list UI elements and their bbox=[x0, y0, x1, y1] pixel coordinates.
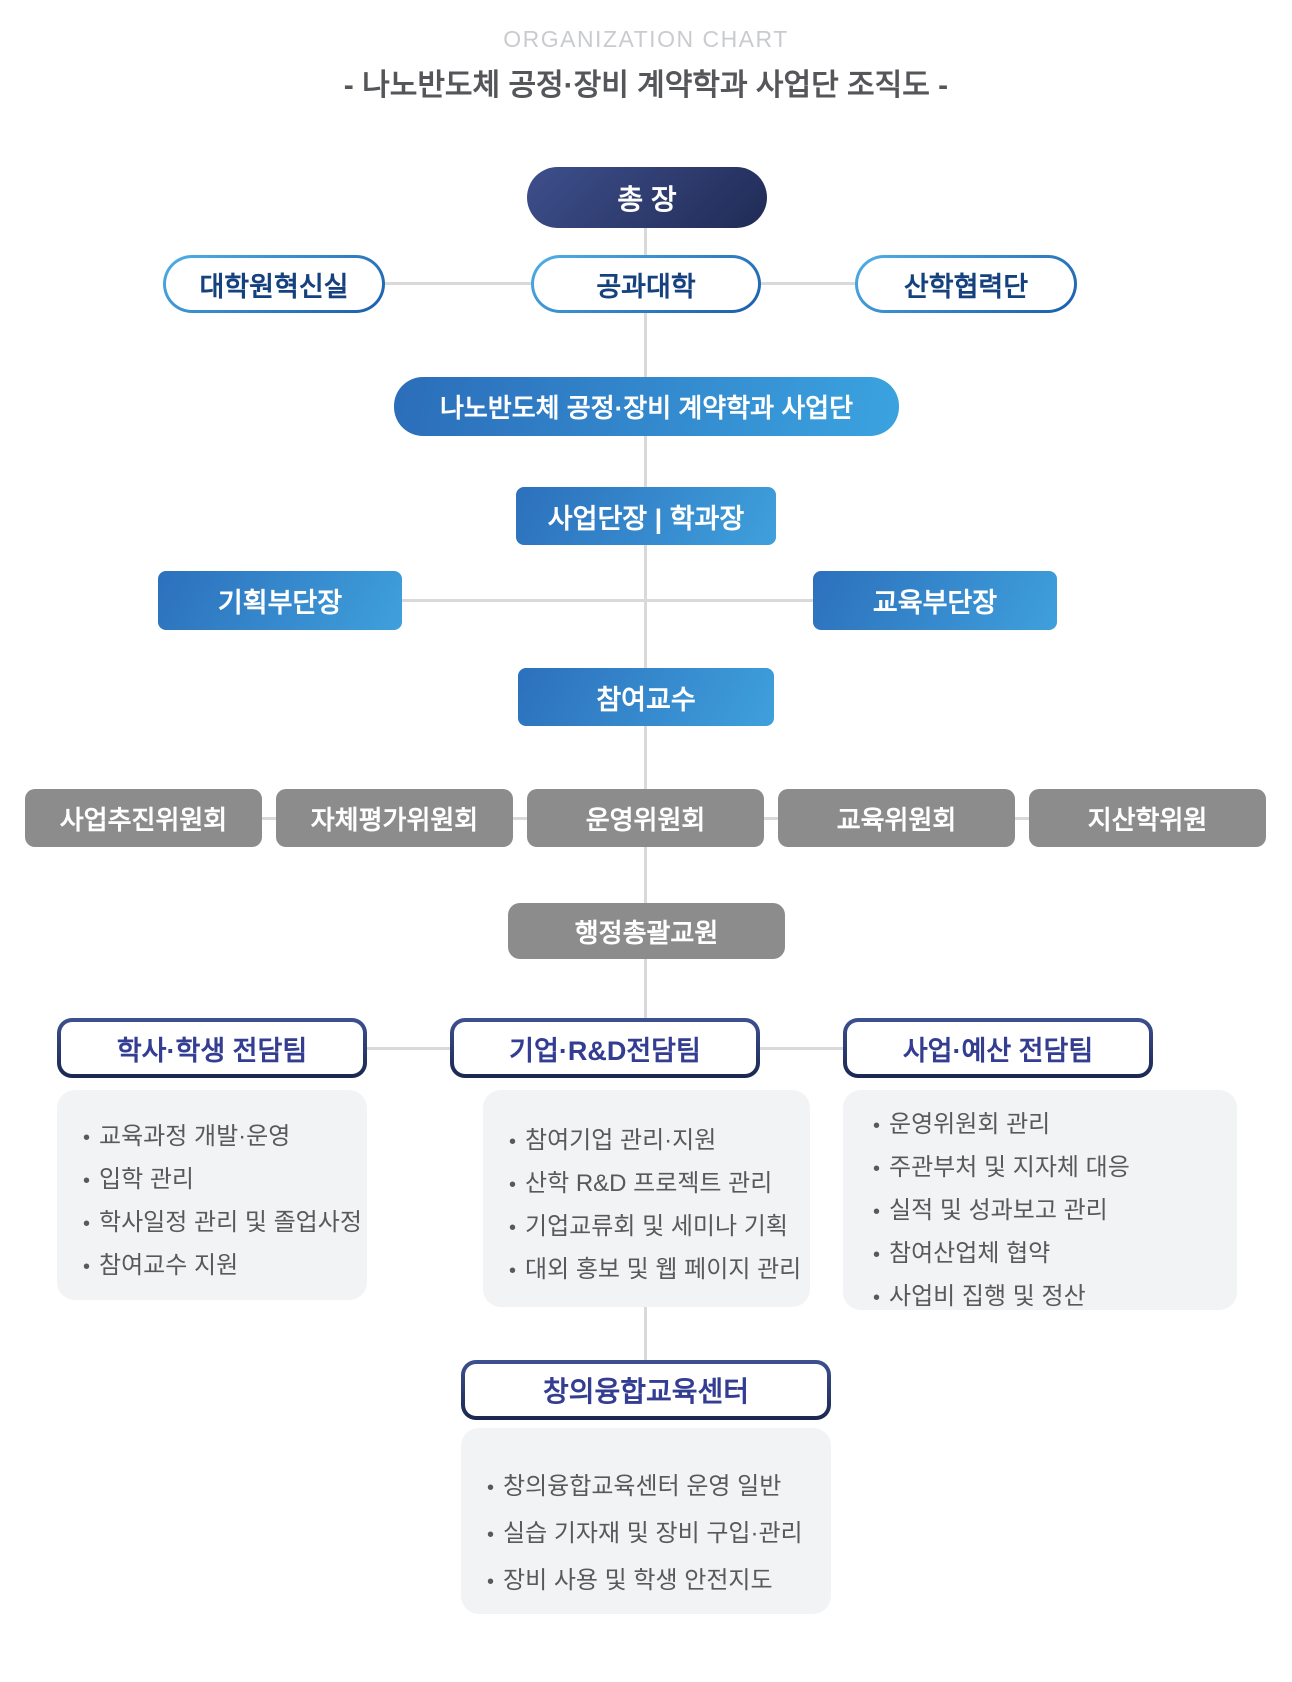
duty-list: 참여기업 관리·지원 산학 R&D 프로젝트 관리 기업교류회 및 세미나 기획… bbox=[509, 1120, 810, 1292]
duty-item: 교육과정 개발·운영 bbox=[83, 1116, 367, 1159]
vice-head-education-box: 교육부단장 bbox=[813, 571, 1057, 630]
center-card-creative-education: 창의융합교육센터 bbox=[461, 1360, 831, 1420]
duty-item: 실습 기자재 및 장비 구입·관리 bbox=[487, 1511, 831, 1558]
page-eyebrow: ORGANIZATION CHART bbox=[503, 26, 789, 52]
connector-center-down bbox=[644, 1300, 647, 1364]
team-card-academic-students: 학사·학생 전담팀 bbox=[57, 1018, 367, 1078]
committee-steering: 운영위원회 bbox=[527, 789, 764, 847]
duty-item: 참여산업체 협약 bbox=[873, 1233, 1237, 1276]
duty-item: 산학 R&D 프로젝트 관리 bbox=[509, 1163, 810, 1206]
admin-staff-box: 행정총괄교원 bbox=[508, 903, 785, 959]
duty-item: 참여기업 관리·지원 bbox=[509, 1120, 810, 1163]
duty-item: 입학 관리 bbox=[83, 1159, 367, 1202]
committee-self-evaluation: 자체평가위원회 bbox=[276, 789, 513, 847]
team-title: 기업·R&D전담팀 bbox=[454, 1022, 756, 1074]
team-panel-project-budget: 운영위원회 관리 주관부처 및 지자체 대응 실적 및 성과보고 관리 참여산업… bbox=[843, 1090, 1237, 1310]
committee-education: 교육위원회 bbox=[778, 789, 1015, 847]
affiliate-label: 대학원혁신실 bbox=[166, 258, 382, 310]
duty-item: 주관부처 및 지자체 대응 bbox=[873, 1147, 1237, 1190]
duty-item: 장비 사용 및 학생 안전지도 bbox=[487, 1558, 831, 1605]
connector-program-down bbox=[644, 436, 647, 487]
duty-list: 운영위원회 관리 주관부처 및 지자체 대응 실적 및 성과보고 관리 참여산업… bbox=[873, 1104, 1237, 1319]
affiliate-label: 공과대학 bbox=[534, 258, 758, 310]
duty-item: 참여교수 지원 bbox=[83, 1245, 367, 1288]
duty-item: 창의융합교육센터 운영 일반 bbox=[487, 1464, 831, 1511]
connector-team-left bbox=[367, 1047, 450, 1050]
duty-list: 교육과정 개발·운영 입학 관리 학사일정 관리 및 졸업사정 참여교수 지원 bbox=[83, 1116, 367, 1288]
connector-vice-heads-row bbox=[280, 599, 935, 602]
faculty-box: 참여교수 bbox=[518, 668, 774, 726]
committee-industry-academia: 지산학위원 bbox=[1029, 789, 1266, 847]
affiliate-label: 산학협력단 bbox=[858, 258, 1074, 310]
team-title: 사업·예산 전담팀 bbox=[847, 1022, 1149, 1074]
connector-college-down bbox=[644, 313, 647, 377]
page-title: - 나노반도체 공정·장비 계약학과 사업단 조직도 - bbox=[343, 69, 949, 102]
duty-item: 사업비 집행 및 정산 bbox=[873, 1276, 1237, 1319]
connector-admin-down bbox=[644, 959, 647, 1048]
affiliate-pill-grad-innovation: 대학원혁신실 bbox=[163, 255, 385, 313]
affiliate-pill-engineering-college: 공과대학 bbox=[531, 255, 761, 313]
team-card-corporate-rnd: 기업·R&D전담팀 bbox=[450, 1018, 760, 1078]
duty-list: 창의융합교육센터 운영 일반 실습 기자재 및 장비 구입·관리 장비 사용 및… bbox=[487, 1464, 831, 1605]
head-box: 사업단장 | 학과장 bbox=[516, 487, 776, 545]
center-panel-creative-education: 창의융합교육센터 운영 일반 실습 기자재 및 장비 구입·관리 장비 사용 및… bbox=[461, 1428, 831, 1614]
connector-team-right bbox=[760, 1047, 843, 1050]
duty-item: 대외 홍보 및 웹 페이지 관리 bbox=[509, 1249, 810, 1292]
center-title: 창의융합교육센터 bbox=[465, 1364, 827, 1416]
team-panel-academic-students: 교육과정 개발·운영 입학 관리 학사일정 관리 및 졸업사정 참여교수 지원 bbox=[57, 1090, 367, 1300]
connector-head-down bbox=[644, 545, 647, 668]
program-bar: 나노반도체 공정·장비 계약학과 사업단 bbox=[394, 377, 899, 436]
team-title: 학사·학생 전담팀 bbox=[61, 1022, 363, 1074]
duty-item: 학사일정 관리 및 졸업사정 bbox=[83, 1202, 367, 1245]
duty-item: 실적 및 성과보고 관리 bbox=[873, 1190, 1237, 1233]
team-card-project-budget: 사업·예산 전담팀 bbox=[843, 1018, 1153, 1078]
duty-item: 기업교류회 및 세미나 기획 bbox=[509, 1206, 810, 1249]
vice-head-planning-box: 기획부단장 bbox=[158, 571, 402, 630]
affiliate-pill-industry-cooperation: 산학협력단 bbox=[855, 255, 1077, 313]
committee-project-promotion: 사업추진위원회 bbox=[25, 789, 262, 847]
duty-item: 운영위원회 관리 bbox=[873, 1104, 1237, 1147]
team-panel-corporate-rnd: 참여기업 관리·지원 산학 R&D 프로젝트 관리 기업교류회 및 세미나 기획… bbox=[483, 1090, 810, 1307]
president-box: 총 장 bbox=[527, 167, 767, 228]
